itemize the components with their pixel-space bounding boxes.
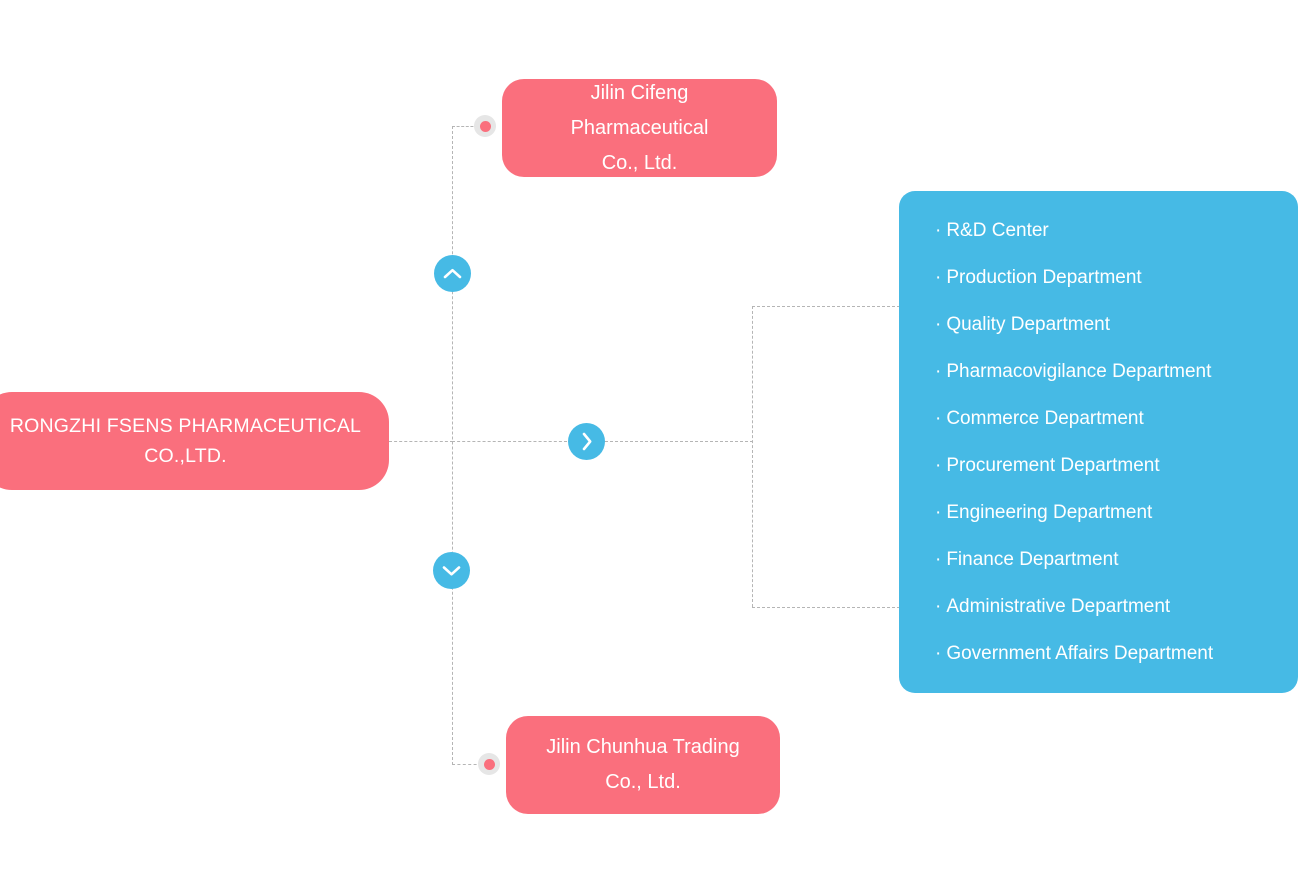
bullet-icon: · <box>935 642 942 664</box>
connector-departments-bracket <box>752 306 753 607</box>
collapse-down-toggle[interactable] <box>433 552 470 589</box>
department-list-item[interactable]: ·Finance Department <box>899 548 1298 572</box>
department-label: Pharmacovigilance Department <box>946 360 1212 382</box>
department-list-item[interactable]: ·Government Affairs Department <box>899 642 1298 666</box>
collapse-up-toggle[interactable] <box>434 255 471 292</box>
department-label: Engineering Department <box>946 501 1153 523</box>
departments-panel: ·R&D Center·Production Department·Qualit… <box>899 191 1298 693</box>
chevron-down-icon <box>442 564 461 577</box>
bullet-icon: · <box>935 454 942 476</box>
connector-bracket-bottom-to-panel <box>752 607 900 608</box>
connector-expand-button-to-bracket <box>605 441 753 442</box>
connector-bracket-top-to-panel <box>752 306 900 307</box>
expand-right-toggle[interactable] <box>568 423 605 460</box>
chevron-right-icon <box>580 432 593 451</box>
bullet-icon: · <box>935 360 942 382</box>
bullet-icon: · <box>935 548 942 570</box>
department-list-item[interactable]: ·Pharmacovigilance Department <box>899 360 1298 384</box>
department-label: R&D Center <box>946 219 1049 241</box>
department-list-item[interactable]: ·R&D Center <box>899 219 1298 243</box>
department-list-item[interactable]: ·Administrative Department <box>899 595 1298 619</box>
department-list-item[interactable]: ·Production Department <box>899 266 1298 290</box>
connector-trunk-to-subsidiary-bottom <box>452 764 482 765</box>
department-label: Government Affairs Department <box>946 642 1214 664</box>
bullet-icon: · <box>935 266 942 288</box>
department-list-item[interactable]: ·Commerce Department <box>899 407 1298 431</box>
department-list-item[interactable]: ·Quality Department <box>899 313 1298 337</box>
department-label: Commerce Department <box>946 407 1144 429</box>
subsidiary-bottom-dot-marker[interactable] <box>478 753 500 775</box>
bullet-icon: · <box>935 313 942 335</box>
department-list-item[interactable]: ·Procurement Department <box>899 454 1298 478</box>
chevron-up-icon <box>443 267 462 280</box>
department-label: Finance Department <box>946 548 1119 570</box>
subsidiary-top-dot-marker[interactable] <box>474 115 496 137</box>
connector-root-to-trunk <box>389 441 453 442</box>
bullet-icon: · <box>935 219 942 241</box>
connector-trunk-to-expand-button <box>452 441 567 442</box>
department-label: Quality Department <box>946 313 1111 335</box>
connector-vertical-trunk <box>452 126 453 765</box>
department-label: Administrative Department <box>946 595 1171 617</box>
bullet-icon: · <box>935 595 942 617</box>
department-list-item[interactable]: ·Engineering Department <box>899 501 1298 525</box>
connector-trunk-to-subsidiary-top <box>452 126 478 127</box>
department-label: Procurement Department <box>946 454 1160 476</box>
bullet-icon: · <box>935 407 942 429</box>
department-label: Production Department <box>946 266 1142 288</box>
bullet-icon: · <box>935 501 942 523</box>
